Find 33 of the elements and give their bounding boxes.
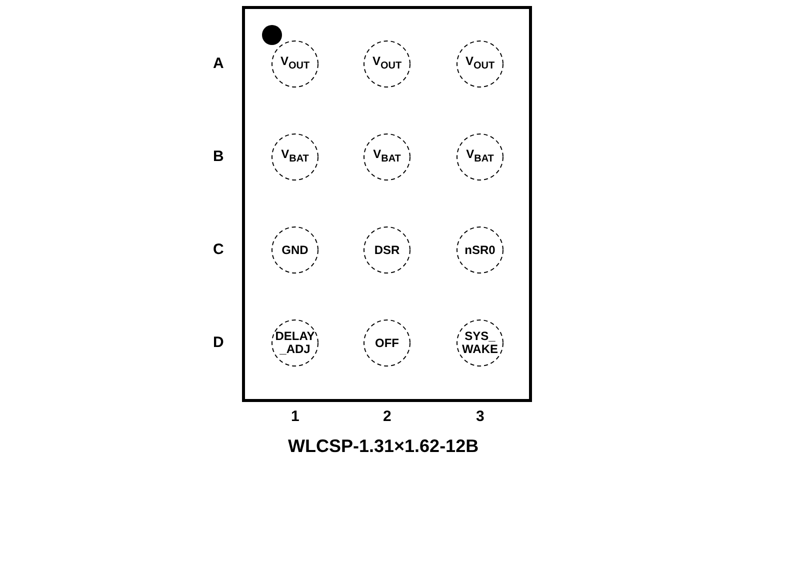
pin-name: V$_{BAT}$ [466, 148, 494, 166]
pin-circle [363, 319, 411, 367]
pin-circle [363, 133, 411, 181]
caption: WLCSP-1.31×1.62-12B [288, 436, 479, 457]
pin-name: GND [282, 244, 308, 256]
pin-name: nSR0 [464, 244, 496, 256]
package-outline [242, 6, 532, 402]
row-label: D [213, 334, 224, 351]
column-label: 3 [476, 408, 484, 425]
pin-name: V$_{OUT}$ [465, 55, 495, 73]
row-label: C [213, 241, 224, 258]
pin-name: OFF [375, 336, 399, 350]
pin-circle [456, 133, 504, 181]
pin-circle [456, 226, 504, 274]
column-label: 2 [383, 408, 392, 425]
pin-name: DELAY _ADJ [274, 330, 316, 356]
pin-circle [363, 226, 411, 274]
pin-name: V$_{BAT}$ [373, 148, 401, 166]
pin-circle [271, 226, 319, 274]
pin-name: SYS_ WAKE [461, 330, 499, 356]
pin-name: V$_{BAT}$ [281, 148, 309, 166]
pin-circle [271, 319, 319, 367]
pin-name: V$_{OUT}$ [372, 55, 402, 73]
pin-circle [456, 319, 504, 367]
pin-circle [363, 40, 411, 88]
row-label: A [213, 55, 224, 72]
pin-name: V$_{OUT}$ [280, 55, 310, 73]
pin-circle [271, 40, 319, 88]
pin-circle [271, 133, 319, 181]
column-label: 1 [291, 408, 300, 425]
pin-name: DSR [374, 244, 400, 256]
pin-circle [456, 40, 504, 88]
row-label: B [213, 148, 224, 165]
